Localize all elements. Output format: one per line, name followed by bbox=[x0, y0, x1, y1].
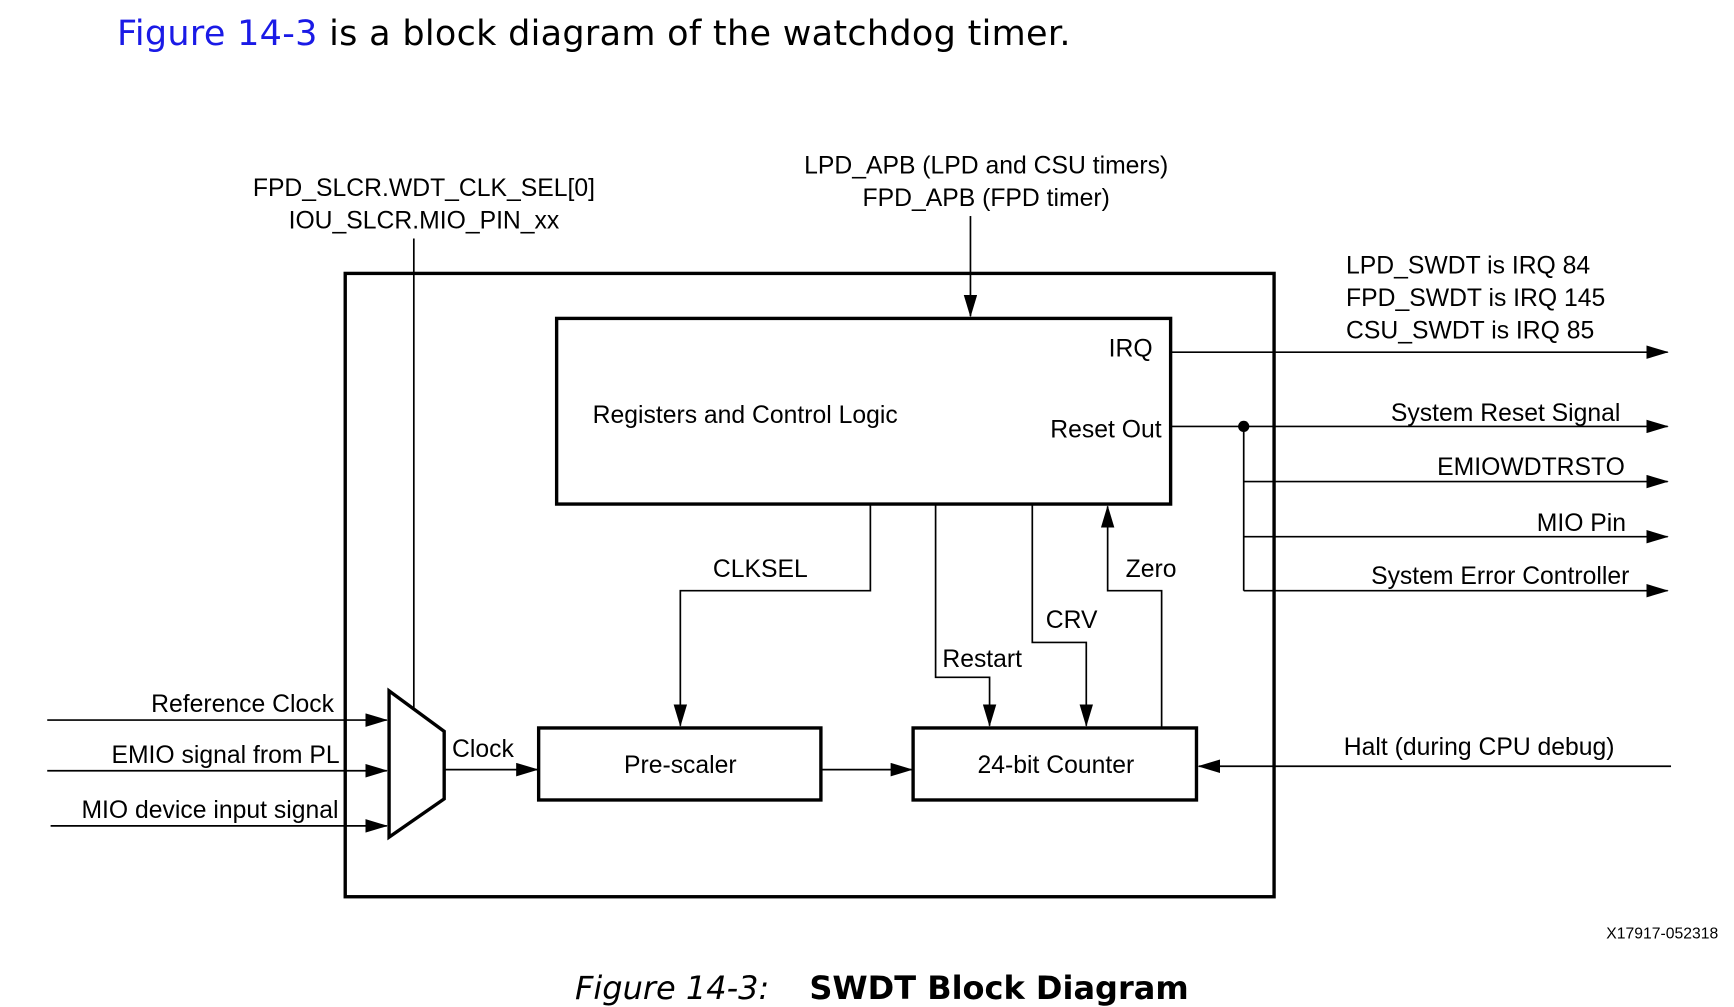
left-input-label-1: Reference Clock bbox=[151, 691, 334, 718]
restart-label: Restart bbox=[942, 646, 1022, 673]
registers-label: Registers and Control Logic bbox=[593, 402, 898, 429]
reset-output-label-3: MIO Pin bbox=[1537, 510, 1626, 537]
reset-out-port-label: Reset Out bbox=[1050, 417, 1161, 444]
intro-text: is a block diagram of the watchdog timer… bbox=[317, 14, 1071, 54]
counter-block bbox=[911, 726, 1199, 802]
zero-label: Zero bbox=[1126, 556, 1177, 583]
clk-sel-label-2: IOU_SLCR.MIO_PIN_xx bbox=[289, 207, 560, 234]
clock-mux bbox=[387, 687, 446, 841]
counter-label: 24-bit Counter bbox=[978, 752, 1135, 779]
zero-wire bbox=[1100, 505, 1163, 727]
figure-link[interactable]: Figure 14-3 bbox=[117, 14, 318, 54]
irq-output-label-1: LPD_SWDT is IRQ 84 bbox=[1346, 252, 1590, 279]
intro-paragraph: Figure 14-3 is a block diagram of the wa… bbox=[117, 14, 1071, 54]
left-input-label-2: EMIO signal from PL bbox=[111, 742, 339, 769]
reset-output-label-4: System Error Controller bbox=[1371, 563, 1629, 590]
restart-wire bbox=[934, 504, 997, 727]
irq-port-label: IRQ bbox=[1109, 336, 1153, 363]
prescaler-block bbox=[536, 726, 823, 802]
prescaler-label: Pre-scaler bbox=[624, 752, 737, 779]
crv-wire bbox=[1031, 504, 1094, 727]
caption-title: SWDT Block Diagram bbox=[809, 969, 1189, 1007]
halt-label: Halt (during CPU debug) bbox=[1344, 734, 1615, 761]
clksel-wire bbox=[673, 504, 872, 727]
apb-label-2: FPD_APB (FPD timer) bbox=[863, 185, 1110, 212]
swdt-outer-box bbox=[343, 271, 1276, 899]
caption-number: Figure 14-3: bbox=[575, 969, 770, 1007]
crv-label: CRV bbox=[1046, 607, 1098, 634]
figure-id: X17917-052318 bbox=[1606, 925, 1718, 942]
clk-sel-label-1: FPD_SLCR.WDT_CLK_SEL[0] bbox=[253, 175, 595, 202]
left-input-label-3: MIO device input signal bbox=[81, 797, 338, 824]
reset-output-label-2: EMIOWDTRSTO bbox=[1437, 454, 1625, 481]
apb-label-1: LPD_APB (LPD and CSU timers) bbox=[804, 152, 1168, 179]
reset-output-label-1: System Reset Signal bbox=[1391, 400, 1621, 427]
clock-label: Clock bbox=[452, 736, 514, 763]
clksel-label: CLKSEL bbox=[713, 556, 808, 583]
irq-output-label-2: FPD_SWDT is IRQ 145 bbox=[1346, 285, 1605, 312]
registers-control-block bbox=[554, 316, 1173, 506]
irq-output-label-3: CSU_SWDT is IRQ 85 bbox=[1346, 318, 1594, 345]
figure-caption: Figure 14-3: SWDT Block Diagram bbox=[575, 972, 1189, 1004]
